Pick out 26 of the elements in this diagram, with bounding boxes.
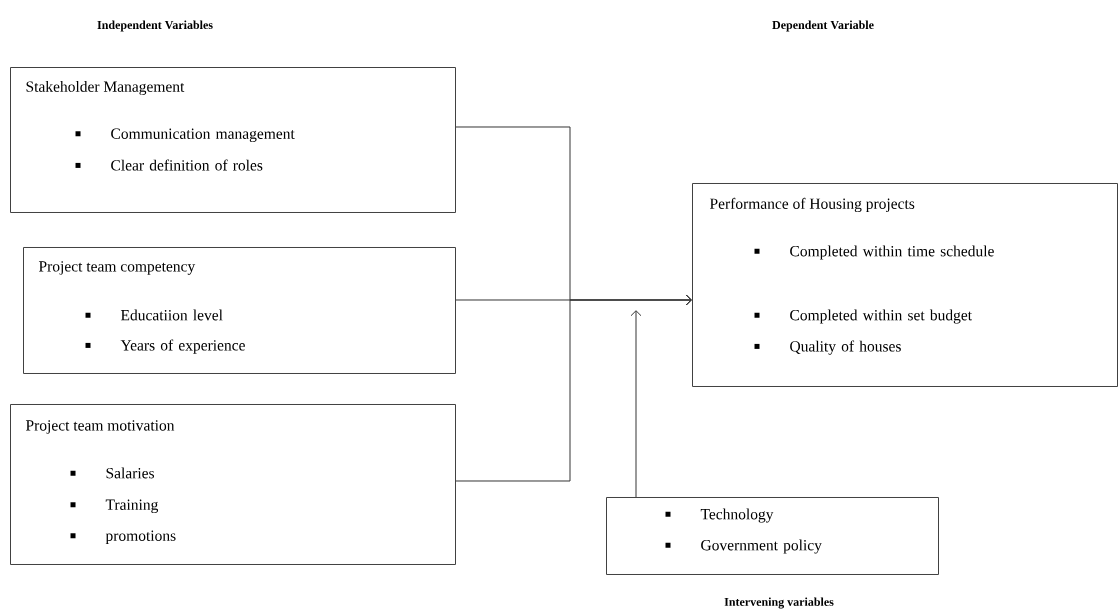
arrow — [455, 294, 692, 482]
list-item: Communication management — [75, 128, 295, 143]
list-item: promotions — [70, 530, 176, 545]
variable-box — [692, 183, 1118, 387]
box-heading: Project team competency — [38, 261, 196, 275]
list-item: Completed within set budget — [754, 309, 972, 324]
variable-box — [10, 404, 456, 565]
list-item: Educatiion level — [85, 309, 223, 321]
arrow — [630, 310, 642, 498]
column-heading: Independent Variables — [97, 20, 213, 32]
list-item: Training — [70, 499, 159, 514]
box-heading: Stakeholder Management — [26, 80, 185, 96]
list-item: Salaries — [70, 467, 155, 479]
box-heading: Project team motivation — [25, 420, 175, 434]
column-heading: Dependent Variable — [772, 20, 874, 32]
list-item: Technology — [665, 508, 774, 523]
box-heading: Performance of Housing projects — [709, 197, 915, 213]
group-heading: Intervening variables — [724, 597, 834, 609]
list-item: Completed within time schedule — [754, 245, 994, 260]
list-item: Years of experience — [85, 339, 245, 354]
list-item: Quality of houses — [754, 340, 901, 355]
variable-box — [23, 247, 456, 374]
variable-box — [606, 497, 939, 609]
list-item: Clear definition of roles — [75, 159, 263, 171]
list-item: Government policy — [665, 539, 822, 554]
variable-box — [10, 67, 456, 213]
